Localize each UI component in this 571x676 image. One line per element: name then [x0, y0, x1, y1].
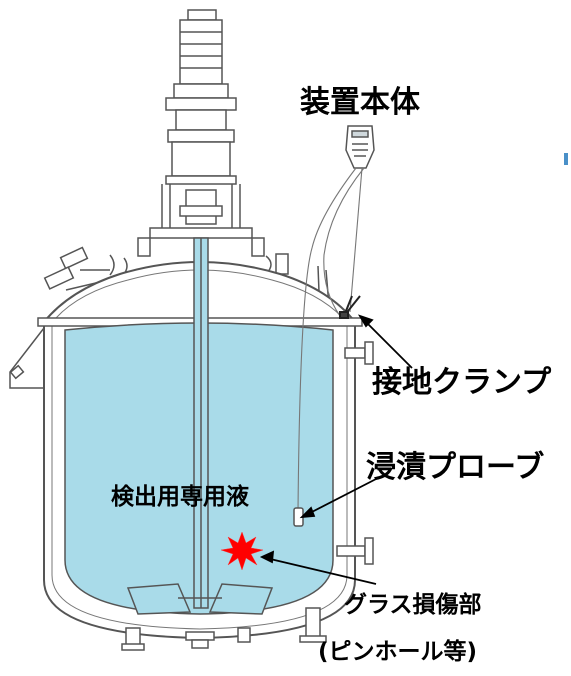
ground-clamp-label: 接地クランプ: [372, 365, 552, 400]
device-body-label: 装置本体: [300, 85, 420, 120]
support-frame: [137, 184, 265, 257]
device-body-icon: [345, 125, 375, 169]
pinhole-label: (ピンホール等): [318, 639, 478, 665]
callout-arrows: [259, 314, 413, 585]
immersion-probe-label: 浸漬プローブ: [366, 450, 545, 485]
edge-marker: [564, 153, 568, 165]
jacket-inner-line: [51, 322, 348, 630]
cables: [297, 167, 365, 513]
glass-damage-star-icon: [220, 531, 264, 571]
nozzles-left: [43, 246, 128, 291]
glass-damage-label: グラス損傷部: [344, 592, 482, 618]
ground-clamp-icon: [339, 295, 361, 319]
motor: [165, 9, 237, 185]
bottom-fittings: [121, 607, 327, 651]
side-bracket: [9, 325, 47, 389]
shell-nozzles: [336, 341, 374, 565]
detection-liquid-label: 検出用専用液: [111, 484, 249, 510]
agitator: [126, 237, 274, 615]
